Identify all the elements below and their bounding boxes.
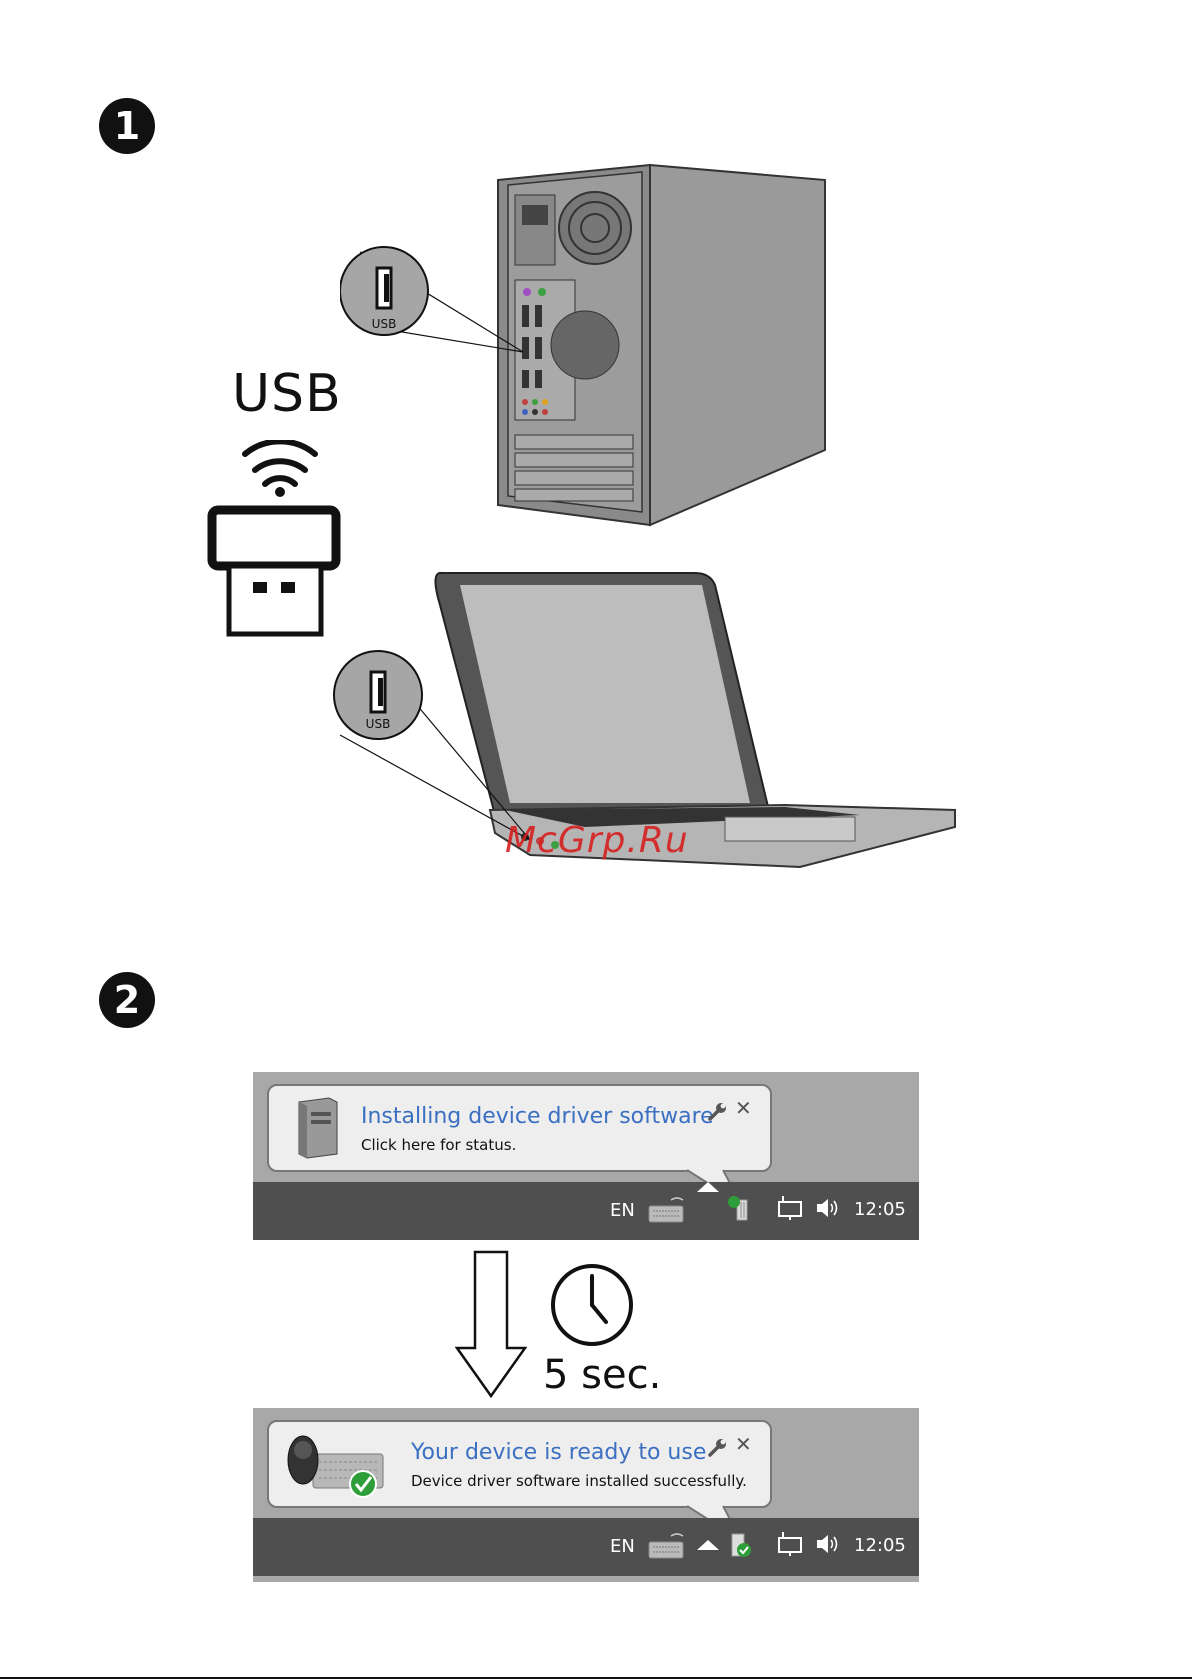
notification-panel-ready: Your device is ready to use Device drive… <box>253 1408 919 1582</box>
step-1-badge: 1 <box>99 98 155 154</box>
wrench-icon[interactable] <box>707 1436 729 1458</box>
network-icon[interactable] <box>775 1530 805 1558</box>
clock[interactable]: 12:05 <box>854 1535 906 1556</box>
keyboard-icon[interactable] <box>647 1532 685 1562</box>
keyboard-icon[interactable] <box>647 1196 685 1226</box>
device-ready-icon[interactable] <box>728 1530 752 1560</box>
mouse-keyboard-icon <box>287 1432 387 1500</box>
taskbar-ready: EN 12:05 <box>253 1518 919 1576</box>
balloon-title: Your device is ready to use <box>411 1440 706 1465</box>
balloon-installing[interactable]: Installing device driver software Click … <box>267 1084 772 1172</box>
clock-icon <box>549 1262 635 1348</box>
taskbar-installing: EN 12:05 <box>253 1182 919 1240</box>
desktop-usb-port-label: USB <box>372 317 397 331</box>
balloon-subtitle: Click here for status. <box>361 1136 516 1154</box>
balloon-title: Installing device driver software <box>361 1104 714 1129</box>
language-indicator[interactable]: EN <box>610 1200 635 1221</box>
dongle-plug-icon <box>229 566 321 634</box>
volume-icon[interactable] <box>815 1532 839 1556</box>
balloon-subtitle: Device driver software installed success… <box>411 1472 747 1490</box>
wrench-icon[interactable] <box>707 1100 729 1122</box>
volume-icon[interactable] <box>815 1196 839 1220</box>
language-indicator[interactable]: EN <box>610 1536 635 1557</box>
network-icon[interactable] <box>775 1194 805 1222</box>
notification-panel-installing: Installing device driver software Click … <box>253 1072 919 1240</box>
wireless-icon <box>245 441 315 484</box>
usb-dongle-label: USB <box>232 364 342 424</box>
down-arrow-icon <box>455 1250 527 1400</box>
show-hidden-icons-arrow[interactable] <box>697 1180 719 1194</box>
show-hidden-icons-arrow[interactable] <box>697 1538 719 1552</box>
device-installing-icon[interactable] <box>728 1194 750 1222</box>
desktop-tower-illustration: USB <box>340 160 830 535</box>
watermark: McGrp.Ru <box>505 820 689 861</box>
clock[interactable]: 12:05 <box>854 1199 906 1220</box>
step-2-badge: 2 <box>99 972 155 1028</box>
wait-duration: 5 sec. <box>543 1352 661 1398</box>
close-icon[interactable]: ✕ <box>735 1096 752 1120</box>
balloon-ready[interactable]: Your device is ready to use Device drive… <box>267 1420 772 1508</box>
success-check-icon <box>350 1471 376 1497</box>
close-icon[interactable]: ✕ <box>735 1432 752 1456</box>
dongle-body-icon <box>212 510 336 566</box>
laptop-usb-port-label: USB <box>366 717 391 731</box>
wireless-dot-icon <box>275 487 285 497</box>
computer-tower-icon <box>295 1096 341 1160</box>
